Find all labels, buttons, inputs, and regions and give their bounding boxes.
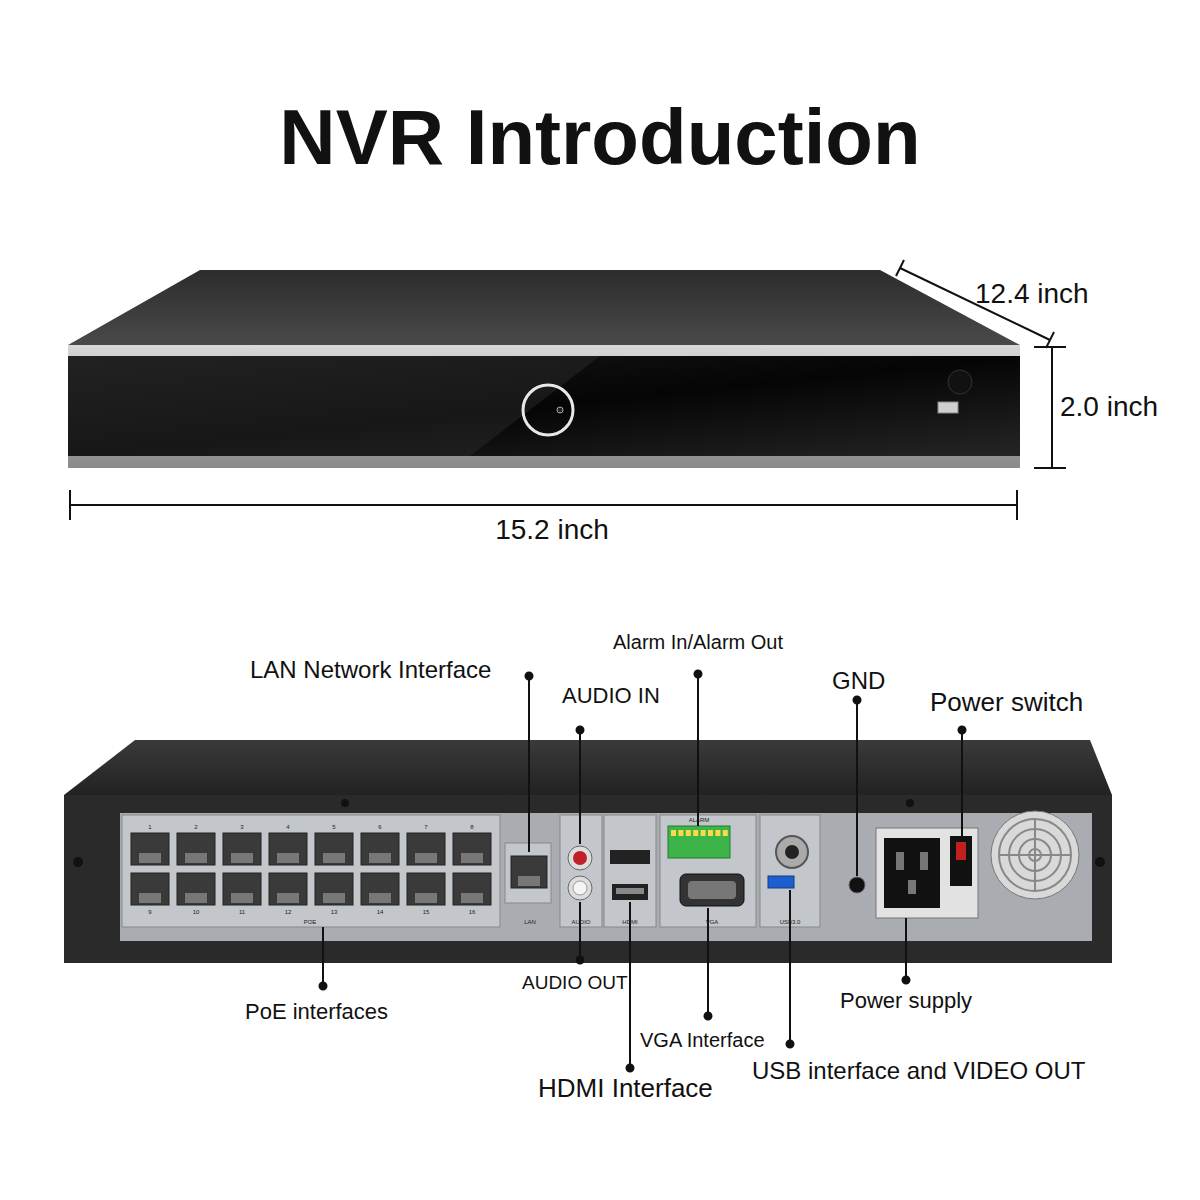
poe-port — [407, 873, 445, 905]
port-clip — [369, 893, 391, 903]
port-number: 2 — [194, 824, 197, 831]
port-number: 14 — [377, 909, 384, 916]
panel-label: VGA — [706, 919, 719, 926]
port-clip — [369, 853, 391, 863]
terminal-screw — [678, 830, 683, 836]
port-number: 8 — [470, 824, 473, 831]
port-number: 4 — [286, 824, 289, 831]
poe-port — [315, 833, 353, 865]
port-clip — [323, 853, 345, 863]
port-clip — [323, 893, 345, 903]
panel-label: USB3.0 — [780, 919, 801, 926]
port-clip — [231, 853, 253, 863]
poe-port — [407, 833, 445, 865]
poe-port — [223, 833, 261, 865]
panel-label: HDMI — [622, 919, 637, 926]
port-clip — [139, 893, 161, 903]
front-view — [68, 270, 1020, 468]
port-number: 3 — [240, 824, 243, 831]
panel-label: AUDIO — [571, 919, 590, 926]
callout-label: USB interface and VIDEO OUT — [752, 1058, 1085, 1084]
rear-view — [64, 740, 1112, 963]
port-clip — [231, 893, 253, 903]
poe-port — [453, 873, 491, 905]
port-number: 11 — [239, 909, 245, 916]
callout-label: GND — [832, 668, 885, 694]
callout-label: VGA Interface — [640, 1029, 765, 1051]
port-clip — [461, 853, 483, 863]
port-number: 5 — [332, 824, 335, 831]
port-number: 6 — [378, 824, 381, 831]
dimension-label: 2.0 inch — [1060, 392, 1158, 423]
callout-label: Alarm In/Alarm Out — [613, 631, 783, 653]
poe-port — [361, 873, 399, 905]
poe-port — [315, 873, 353, 905]
callout-label: LAN Network Interface — [250, 657, 491, 683]
poe-port — [177, 833, 215, 865]
port-number: 12 — [285, 909, 292, 916]
port-clip — [415, 893, 437, 903]
callout-label: Power switch — [930, 688, 1083, 717]
panel-label: POE — [304, 919, 317, 926]
terminal-screw — [701, 830, 706, 836]
poe-port — [177, 873, 215, 905]
port-clip — [139, 853, 161, 863]
poe-port — [131, 833, 169, 865]
port-number: 9 — [148, 909, 151, 916]
panel-label: LAN — [524, 919, 536, 926]
callout-label: AUDIO OUT — [522, 973, 628, 994]
poe-port — [269, 833, 307, 865]
title: NVR Introduction — [279, 95, 920, 181]
terminal-screw — [708, 830, 713, 836]
port-number: 1 — [148, 824, 151, 831]
dimension-lines — [70, 260, 1066, 520]
poe-port — [453, 833, 491, 865]
callout-label: Power supply — [840, 989, 972, 1013]
callout-label: PoE interfaces — [245, 1000, 388, 1024]
port-number: 16 — [469, 909, 476, 916]
panel-label: ALARM — [689, 817, 710, 824]
dimension-label: 12.4 inch — [975, 279, 1089, 310]
terminal-screw — [693, 830, 698, 836]
callout-label: AUDIO IN — [562, 684, 660, 708]
port-number: 15 — [423, 909, 430, 916]
terminal-screw — [715, 830, 720, 836]
port-clip — [185, 893, 207, 903]
port-clip — [185, 853, 207, 863]
port-number: 13 — [331, 909, 338, 916]
port-clip — [415, 853, 437, 863]
terminal-screw — [686, 830, 691, 836]
callout-label: HDMI Interface — [538, 1074, 713, 1103]
port-clip — [277, 853, 299, 863]
terminal-screw — [671, 830, 676, 836]
poe-port — [223, 873, 261, 905]
port-number: 10 — [193, 909, 200, 916]
dimension-label: 15.2 inch — [495, 515, 609, 546]
port-clip — [461, 893, 483, 903]
port-clip — [277, 893, 299, 903]
poe-port — [131, 873, 169, 905]
terminal-screw — [723, 830, 728, 836]
port-number: 7 — [424, 824, 427, 831]
poe-port — [269, 873, 307, 905]
poe-port — [361, 833, 399, 865]
